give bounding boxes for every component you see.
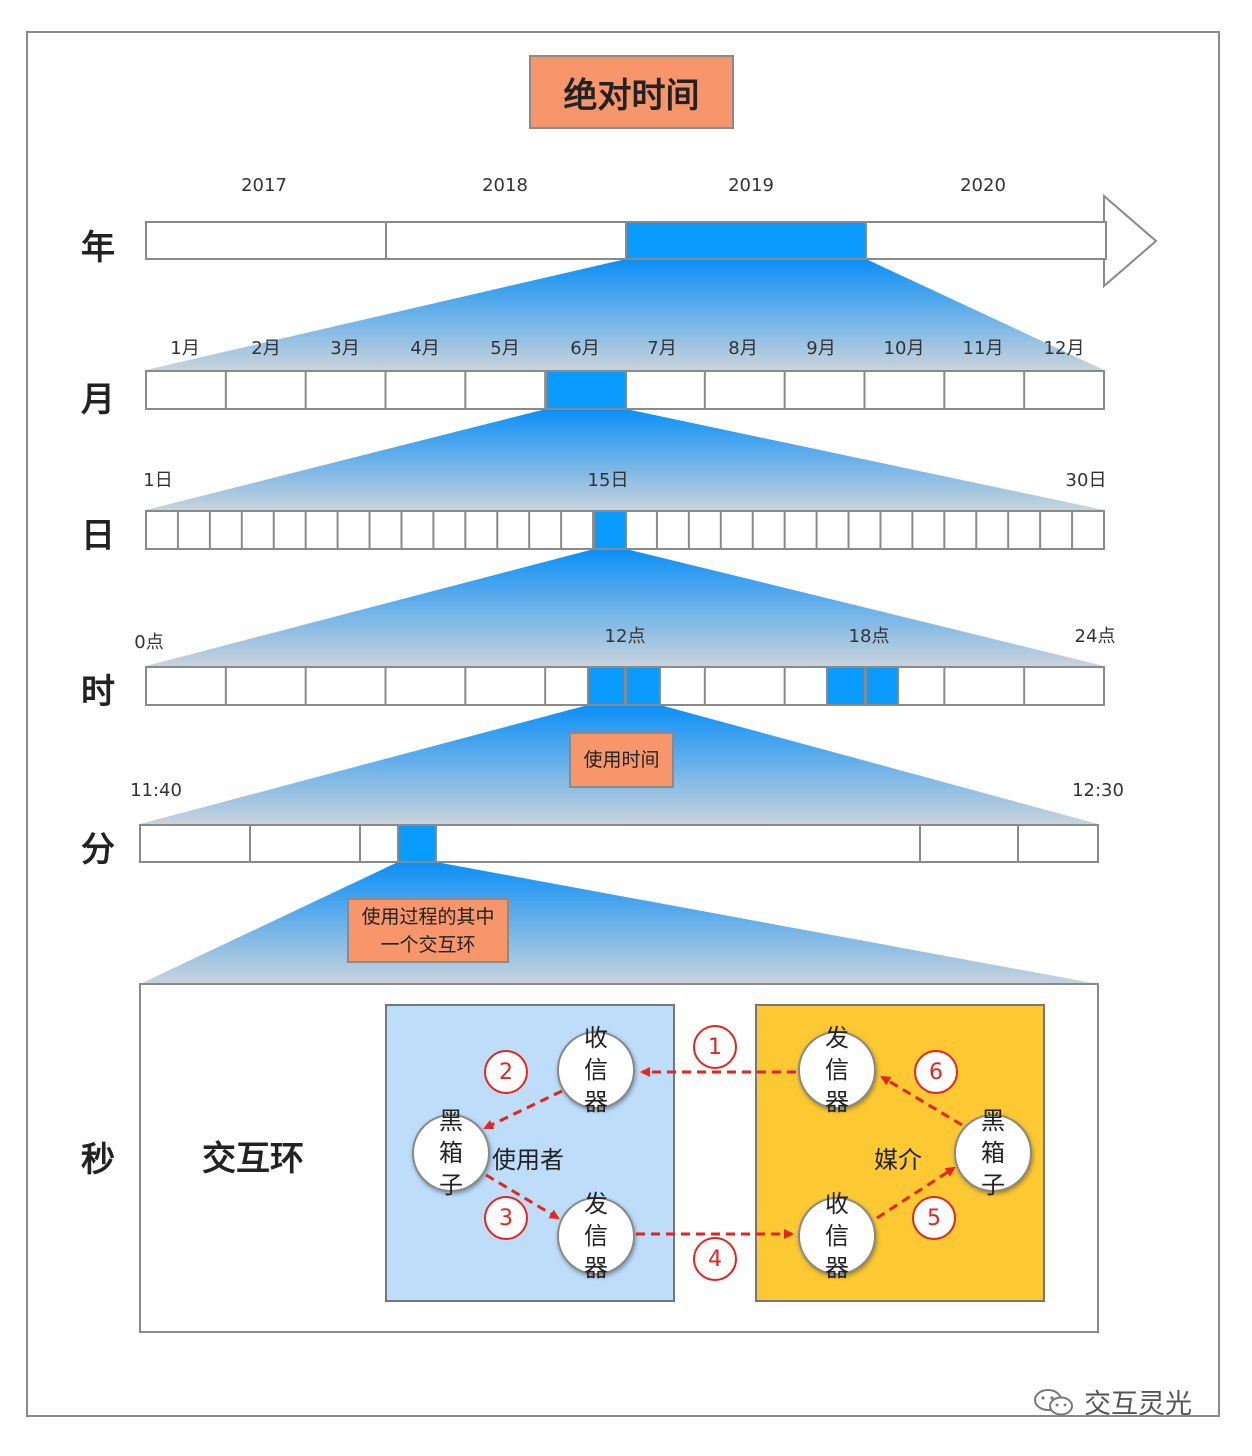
month-tick: 1月 (170, 338, 200, 359)
node-text: 器 (825, 1088, 849, 1116)
bar-highlight (865, 666, 899, 706)
node-text: 收信 (584, 1024, 608, 1084)
node-text: 器 (825, 1254, 849, 1282)
arrow-5 (876, 1166, 956, 1220)
month-tick: 9月 (806, 338, 836, 359)
node-text: 器 (584, 1088, 608, 1116)
node-text: 黑箱 (981, 1107, 1005, 1167)
node-text: 收信 (825, 1190, 849, 1250)
node-text: 子 (439, 1171, 463, 1199)
node-text: 黑箱 (439, 1107, 463, 1167)
watermark-text: 交互灵光 (1084, 1389, 1192, 1420)
bar-highlight (826, 666, 866, 706)
month-tick: 6月 (570, 338, 600, 359)
hour-bar (145, 666, 1105, 706)
level-minute-label: 分 (81, 830, 115, 870)
interaction-callout-line1: 使用过程的其中 (361, 905, 495, 928)
medium-receiver-node: 收信 器 (798, 1190, 876, 1282)
hour-tick-end: 24点 (1074, 626, 1116, 647)
month-tick: 3月 (330, 338, 360, 359)
bar-highlight (545, 370, 627, 410)
month-tick: 7月 (647, 338, 677, 359)
hour-tick-noon: 12点 (604, 626, 646, 647)
hour-tick-start: 0点 (134, 632, 164, 653)
month-tick: 2月 (251, 338, 281, 359)
bar-highlight (593, 510, 627, 550)
step-badge-6: 6 (914, 1050, 958, 1094)
wechat-icon (1034, 1388, 1073, 1415)
level-hour-label: 时 (81, 672, 115, 712)
medium-sender-node: 发信 器 (798, 1024, 876, 1116)
node-text: 发信 (825, 1024, 849, 1084)
medium-panel-label: 媒介 (874, 1146, 922, 1174)
day-tick-mid: 15日 (587, 470, 629, 491)
outer-frame (26, 31, 1220, 1417)
day-tick-end: 30日 (1065, 470, 1107, 491)
medium-blackbox-node: 黑箱 子 (954, 1107, 1032, 1199)
node-text: 发信 (584, 1190, 608, 1250)
year-tick: 2020 (960, 175, 1006, 196)
user-sender-node: 发信 器 (557, 1190, 635, 1282)
page-title: 绝对时间 (529, 55, 734, 129)
year-tick: 2019 (728, 175, 774, 196)
month-tick: 4月 (410, 338, 440, 359)
zoom-day-to-hour (146, 549, 1104, 666)
step-badge-1: 1 (693, 1025, 737, 1069)
usage-time-callout: 使用时间 (569, 732, 674, 788)
year-tick: 2017 (241, 175, 287, 196)
minute-tick-end: 12:30 (1072, 780, 1124, 801)
year-arrow-head (1103, 193, 1158, 289)
level-day-label: 日 (81, 516, 115, 556)
user-panel-label: 使用者 (492, 1146, 564, 1174)
node-text: 子 (981, 1171, 1005, 1199)
year-tick: 2018 (482, 175, 528, 196)
watermark: 交互灵光 (1032, 1382, 1192, 1421)
month-tick: 10月 (883, 338, 925, 359)
interaction-callout: 使用过程的其中 一个交互环 (347, 898, 509, 963)
arrow-6 (880, 1075, 963, 1127)
minute-bar (139, 824, 1099, 863)
step-badge-4: 4 (693, 1237, 737, 1281)
minute-tick-start: 11:40 (130, 780, 182, 801)
bar-highlight (587, 666, 626, 706)
level-year-label: 年 (81, 228, 115, 268)
interaction-arrows (483, 1067, 963, 1239)
minute-highlight (397, 824, 437, 863)
user-receiver-node: 收信 器 (557, 1024, 635, 1116)
day-bar (145, 510, 1105, 550)
month-tick: 12月 (1043, 338, 1085, 359)
bar-highlight (625, 666, 661, 706)
hour-tick-evening: 18点 (848, 626, 890, 647)
usage-time-text: 使用时间 (583, 749, 660, 771)
year-highlight-2019 (625, 221, 867, 260)
user-blackbox-node: 黑箱 子 (412, 1107, 490, 1199)
month-bar (145, 370, 1105, 410)
zoom-minute-to-second (140, 862, 1098, 984)
zoom-month-to-day (146, 409, 1104, 510)
interaction-callout-line2: 一个交互环 (380, 933, 476, 956)
step-badge-5: 5 (912, 1196, 956, 1240)
level-second-label: 秒 (81, 1140, 115, 1180)
node-text: 器 (584, 1254, 608, 1282)
year-bar (145, 193, 1158, 289)
month-tick: 11月 (962, 338, 1004, 359)
zoom-year-to-month (146, 259, 1104, 370)
interaction-loop-title: 交互环 (202, 1139, 304, 1179)
day-tick-start: 1日 (143, 470, 173, 491)
level-month-label: 月 (81, 380, 115, 420)
step-badge-3: 3 (484, 1196, 528, 1240)
step-badge-2: 2 (484, 1050, 528, 1094)
month-tick: 5月 (490, 338, 520, 359)
month-tick: 8月 (728, 338, 758, 359)
